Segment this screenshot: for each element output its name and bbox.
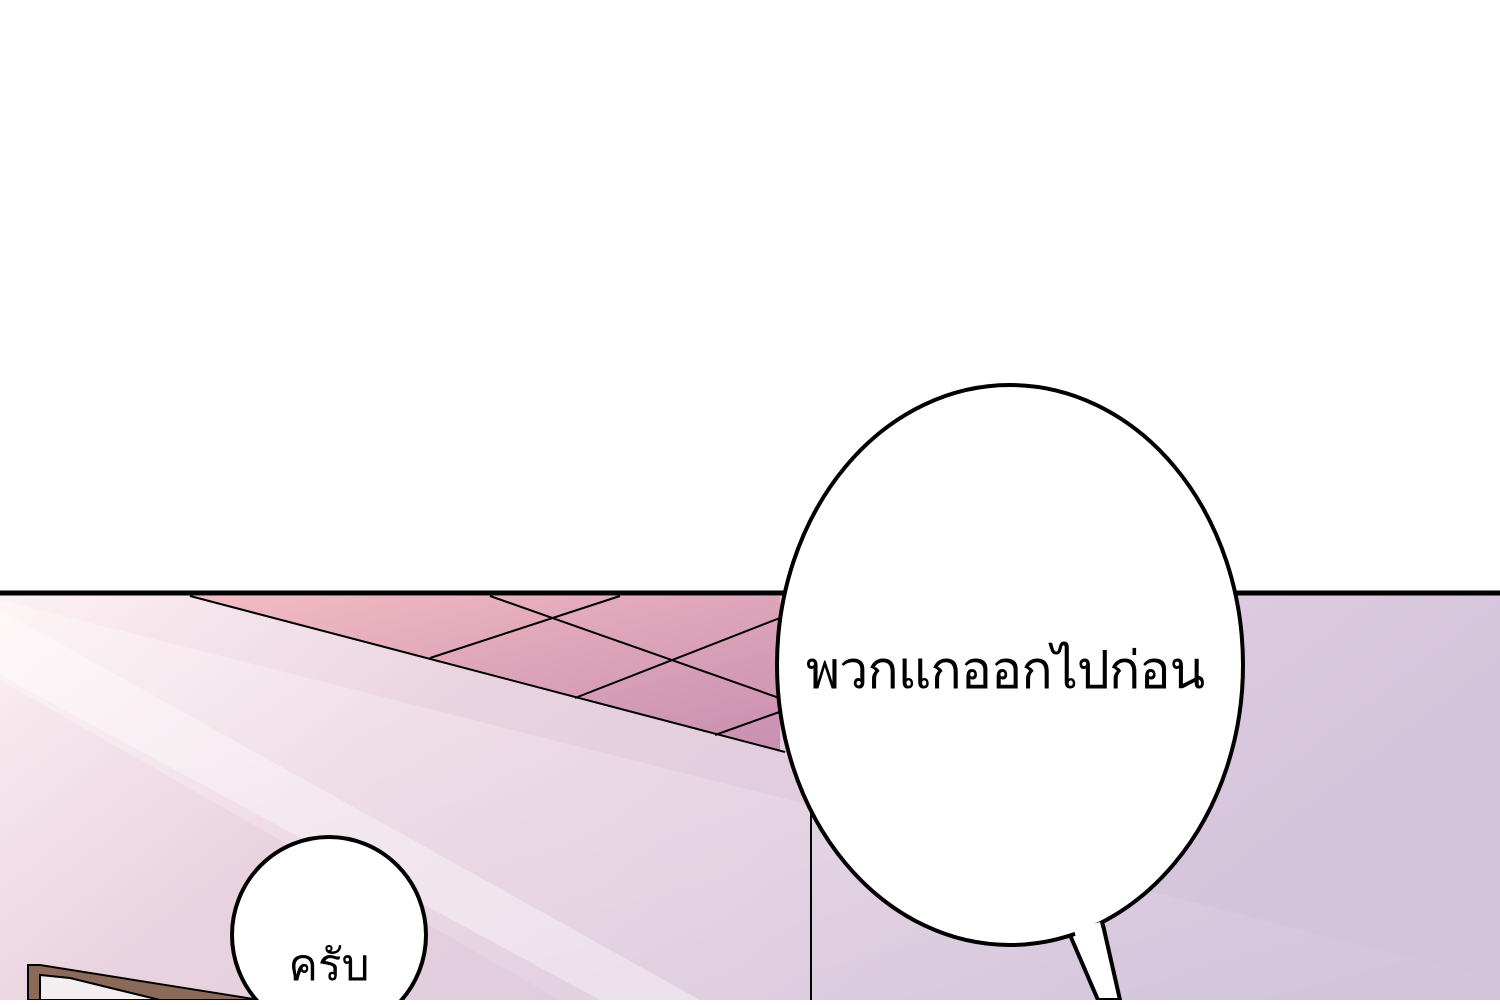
- light-beam-bright: [0, 610, 700, 1000]
- small-speech-bubble: [230, 835, 428, 1005]
- large-speech-bubble: [775, 383, 1245, 947]
- ceiling-grid: [189, 595, 786, 753]
- large-bubble-text: พวกแกออกไปก่อน: [805, 641, 1205, 701]
- small-bubble-text: ครับ: [288, 940, 370, 991]
